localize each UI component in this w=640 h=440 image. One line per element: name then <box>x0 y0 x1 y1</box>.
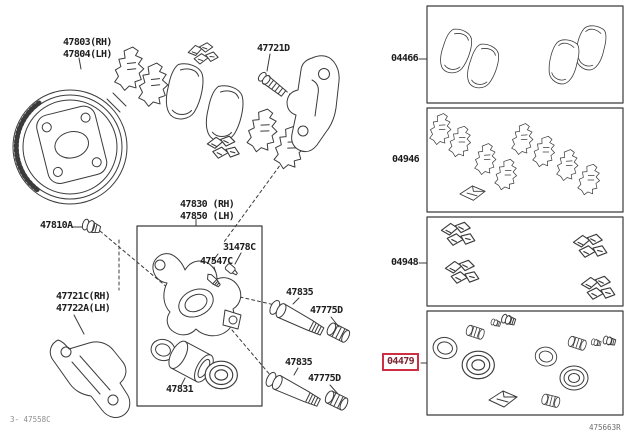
kit-04479-contents <box>430 313 617 409</box>
label-mount-bolt[interactable]: 47721D <box>257 43 290 54</box>
label-support-bracket-lh: 47722A(LH) <box>56 303 111 314</box>
label-piston[interactable]: 47831 <box>166 384 194 395</box>
drawing-code-left: 3- 47558C <box>10 415 51 424</box>
caliper-assembly-box <box>136 225 263 407</box>
label-slide-pin-lower[interactable]: 47835 <box>285 357 313 368</box>
label-pin-boot-lower[interactable]: 47775D <box>308 373 341 384</box>
label-caliper-assembly-lh: 47850 (LH) <box>180 211 235 222</box>
label-bleeder-cap[interactable]: 31478C <box>223 242 256 253</box>
label-bleeder-screw[interactable]: 47547C <box>200 256 233 267</box>
drawing-code-right: 475663R <box>589 423 621 432</box>
label-kit-04479-highlighted[interactable]: 04479 <box>382 353 420 371</box>
leader-lines <box>71 53 428 395</box>
pin-boot-upper-drawing <box>324 321 352 344</box>
label-backing-plate[interactable]: 47803(RH) 47804(LH) <box>63 37 112 61</box>
support-bracket-drawing <box>49 339 131 418</box>
piston-drawing <box>168 340 214 383</box>
label-backing-plate-rh: 47803(RH) <box>63 37 112 48</box>
bleeder-screw-drawing <box>207 273 221 288</box>
mount-bracket-drawing <box>286 55 340 153</box>
label-caliper-assembly[interactable]: 47830 (RH) 47850 (LH) <box>180 199 235 223</box>
label-support-bracket[interactable]: 47721C(RH) 47722A(LH) <box>56 291 111 315</box>
backing-plate-drawing <box>12 89 128 205</box>
pin-boot-lower-drawing <box>323 389 350 412</box>
cylinder-boot-drawing <box>204 360 238 390</box>
label-kit-04946[interactable]: 04946 <box>392 154 420 165</box>
kit-04946-contents <box>427 111 604 201</box>
pad-and-shim-stack-drawing <box>112 41 309 173</box>
label-support-bracket-rh: 47721C(RH) <box>56 291 111 302</box>
kit-04466-contents <box>436 22 611 92</box>
label-kit-04948[interactable]: 04948 <box>391 257 419 268</box>
label-slide-pin-upper[interactable]: 47835 <box>286 287 314 298</box>
label-union-fitting[interactable]: 47810A <box>40 220 73 231</box>
label-backing-plate-lh: 47804(LH) <box>63 49 112 60</box>
union-fitting-drawing <box>81 218 102 233</box>
bleeder-cap-drawing <box>224 263 238 276</box>
kit-boxes <box>426 5 624 416</box>
kit-04948-contents <box>440 221 616 300</box>
caliper-body-drawing <box>152 253 242 337</box>
label-caliper-assembly-rh: 47830 (RH) <box>180 199 235 210</box>
mount-bolt-drawing <box>257 71 287 97</box>
label-pin-boot-upper[interactable]: 47775D <box>310 305 343 316</box>
label-kit-04466[interactable]: 04466 <box>391 53 419 64</box>
